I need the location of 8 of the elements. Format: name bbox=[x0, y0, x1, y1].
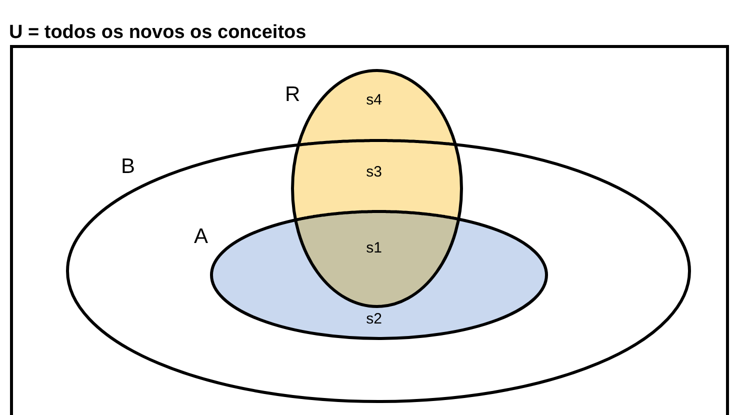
region-label: s3 bbox=[366, 164, 382, 180]
set-label: A bbox=[194, 225, 208, 249]
region-label: s1 bbox=[366, 240, 382, 256]
set-label: B bbox=[121, 155, 136, 179]
region-label: s2 bbox=[366, 310, 382, 328]
set-label: R bbox=[285, 83, 300, 107]
region-label: s4 bbox=[366, 92, 382, 108]
title: U = todos os novos os conceitos bbox=[9, 22, 306, 44]
